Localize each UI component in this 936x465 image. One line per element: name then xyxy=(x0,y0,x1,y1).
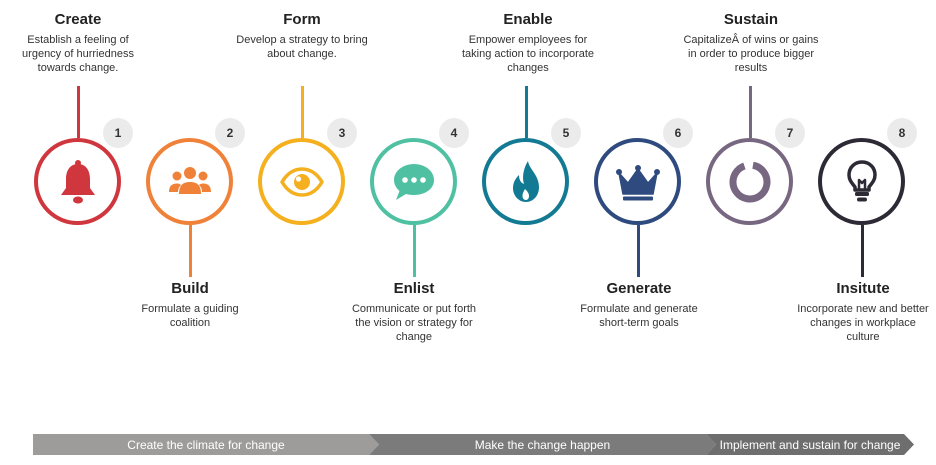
step-1-circle xyxy=(34,138,121,225)
step-4-stem xyxy=(413,225,416,277)
step-7-stem xyxy=(749,86,752,138)
step-2-description: Formulate a guiding coalition xyxy=(141,303,239,329)
step-5-title: Enable xyxy=(503,11,553,28)
step-5-stem xyxy=(525,86,528,138)
step-2-number-badge: 2 xyxy=(215,118,245,148)
flame-icon xyxy=(512,160,539,202)
step-1-number-badge: 1 xyxy=(103,118,133,148)
step-6-circle xyxy=(594,138,681,225)
step-3-description: Develop a strategy to bring about change… xyxy=(236,34,368,60)
step-6-description: Formulate and generate short-term goals xyxy=(580,303,698,329)
step-1-description: Establish a feeling of urgency of hurrie… xyxy=(22,34,134,74)
step-3-circle xyxy=(258,138,345,225)
step-6-number-badge: 6 xyxy=(663,118,693,148)
phase-banner-3: Implement and sustain for change xyxy=(706,434,914,455)
step-4-title: Enlist xyxy=(393,280,435,297)
step-3-title: Form xyxy=(283,11,321,28)
step-2-title: Build xyxy=(171,280,209,297)
lightbulb-icon xyxy=(846,159,877,201)
step-8-number-badge: 8 xyxy=(887,118,917,148)
crown-icon xyxy=(615,164,660,200)
step-3-stem xyxy=(301,86,304,138)
people-icon xyxy=(168,166,211,194)
step-7-number-badge: 7 xyxy=(775,118,805,148)
step-7-description: CapitalizeÂ of wins or gains in order to… xyxy=(683,34,819,74)
step-6-title: Generate xyxy=(606,280,672,297)
step-8-title: Insitute xyxy=(836,280,890,297)
step-5-circle xyxy=(482,138,569,225)
step-1-title: Create xyxy=(54,11,102,28)
step-3-number-badge: 3 xyxy=(327,118,357,148)
step-7-circle xyxy=(706,138,793,225)
bell-icon xyxy=(60,159,95,203)
step-8-circle xyxy=(818,138,905,225)
step-2-circle xyxy=(146,138,233,225)
step-2-stem xyxy=(189,225,192,277)
step-4-description: Communicate or put forth the vision or s… xyxy=(351,303,477,343)
step-4-circle xyxy=(370,138,457,225)
step-4-number-badge: 4 xyxy=(439,118,469,148)
phase-banner-2: Make the change happen xyxy=(369,434,716,455)
ring-icon xyxy=(729,161,770,202)
phase-banner-1: Create the climate for change xyxy=(33,434,379,455)
step-1-stem xyxy=(77,86,80,138)
step-5-number-badge: 5 xyxy=(551,118,581,148)
step-6-stem xyxy=(637,225,640,277)
chat-icon xyxy=(393,163,434,200)
step-7-title: Sustain xyxy=(723,11,779,28)
step-8-stem xyxy=(861,225,864,277)
eye-icon xyxy=(279,166,324,197)
step-5-description: Empower employees for taking action to i… xyxy=(461,34,595,74)
step-8-description: Incorporate new and better changes in wo… xyxy=(797,303,929,343)
